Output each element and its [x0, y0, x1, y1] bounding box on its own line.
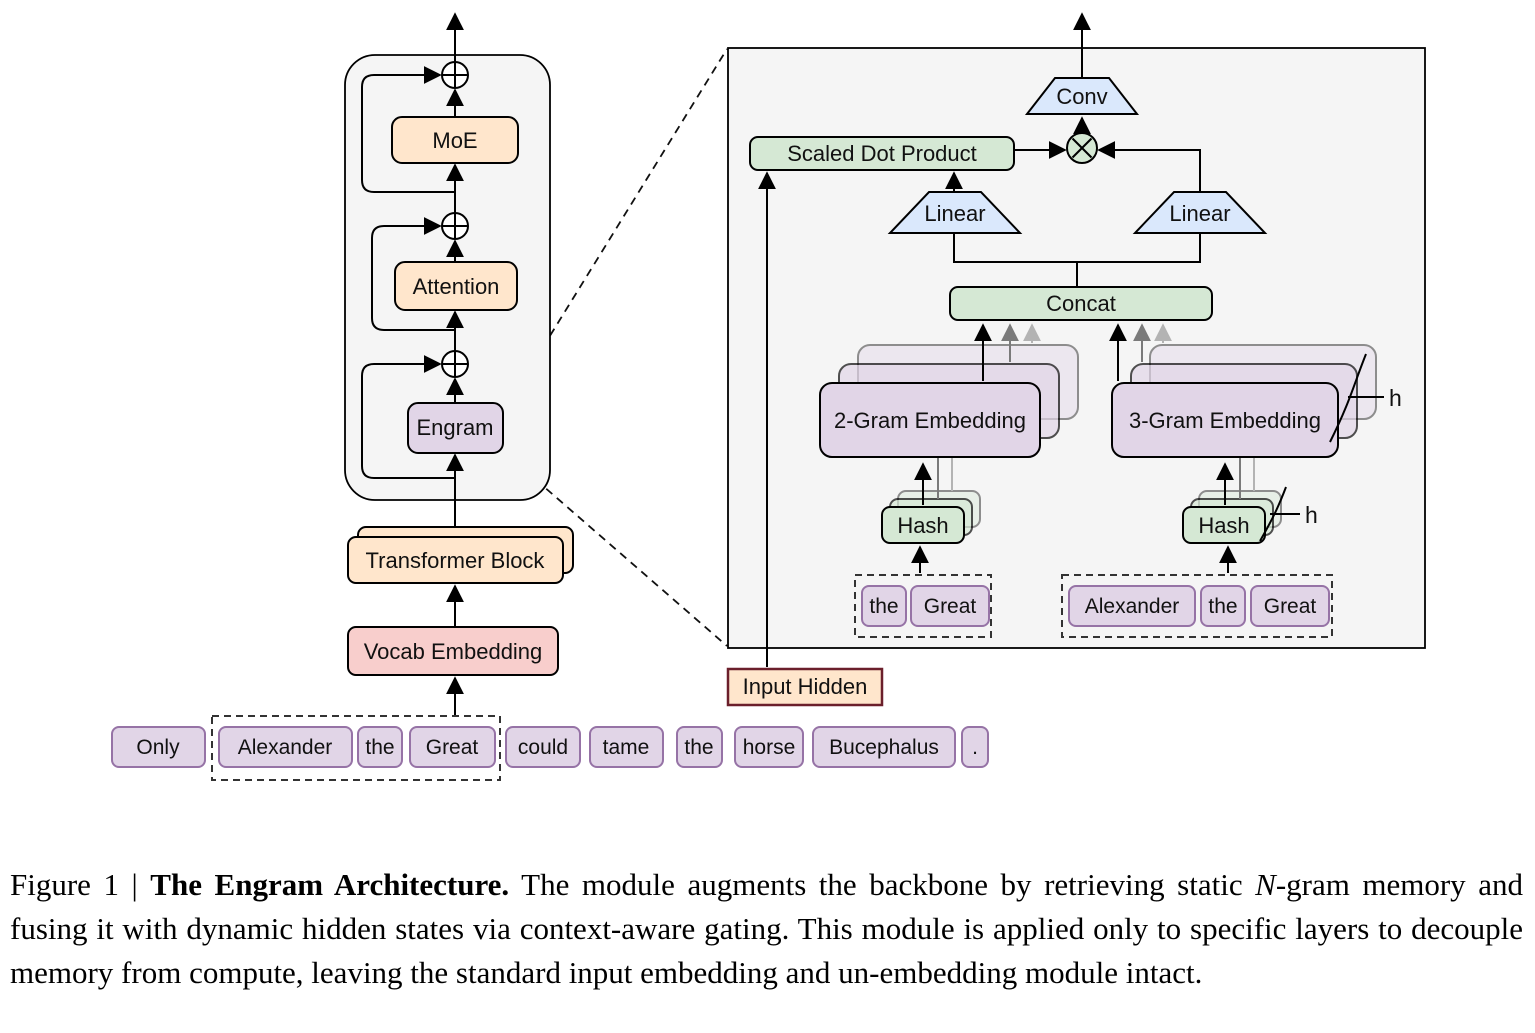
token-box: [910, 585, 990, 627]
hash-front-card: [1182, 506, 1266, 544]
token-box: [111, 726, 206, 768]
token-label: horse: [743, 736, 796, 759]
gram3-heads-count-marker: h: [1329, 353, 1402, 443]
heads-count-label: h: [1389, 385, 1402, 411]
token-box: [218, 726, 353, 768]
vocab-embedding-label: Vocab Embedding: [364, 639, 543, 664]
transformer-block-node: Transformer Block: [347, 526, 574, 584]
hash-label: Hash: [897, 513, 948, 538]
attention-label: Attention: [413, 274, 500, 299]
bigram-token-group: the Great: [854, 574, 992, 638]
token-label: .: [972, 736, 978, 759]
hash-right-to-gram3-lines: [1216, 458, 1255, 505]
token-box: [734, 726, 804, 768]
caption-title: The Engram Architecture.: [150, 867, 510, 902]
input-token-row: Only Alexander the Great could tame the …: [111, 715, 989, 781]
engram-detail-contents: Conv Scaled Dot Product Linear Linear: [749, 12, 1402, 638]
caption-body-1: The module augments the backbone by retr…: [509, 867, 1256, 902]
bigram-dashed-box: [854, 574, 992, 638]
input-hidden-label: Input Hidden: [743, 674, 868, 699]
vocab-embedding-node: Vocab Embedding: [347, 626, 559, 676]
moe-label: MoE: [432, 128, 477, 153]
linear-to-gate-path: [1097, 141, 1201, 192]
token-box: [1200, 585, 1246, 627]
hash-left-stack: Hash: [881, 490, 981, 544]
gram2-front-card: [819, 382, 1041, 458]
token-label: could: [518, 736, 568, 759]
concat-label: Concat: [1046, 291, 1116, 316]
add-icon: [441, 212, 469, 240]
hash-right-stack: Hash: [1182, 490, 1282, 544]
engram-label: Engram: [416, 415, 493, 440]
token-label: the: [684, 736, 713, 759]
gram3-label: 3-Gram Embedding: [1129, 408, 1321, 433]
gram2-label: 2-Gram Embedding: [834, 408, 1026, 433]
scaled-dot-product-node: Scaled Dot Product: [749, 136, 1015, 171]
token-label: the: [365, 736, 394, 759]
linear-label: Linear: [1169, 201, 1230, 226]
token-box: [505, 726, 581, 768]
token-label: Great: [1264, 595, 1317, 618]
hash-label: Hash: [1198, 513, 1249, 538]
engram-node: Engram: [407, 402, 504, 454]
attention-residual-skip: [371, 217, 455, 331]
backbone-connectors: [361, 12, 464, 537]
moe-node: MoE: [391, 116, 519, 164]
attention-node: Attention: [394, 261, 518, 311]
token-box: [812, 726, 956, 768]
token-box: [961, 726, 989, 768]
hash-front-card: [881, 506, 965, 544]
hash-left-to-gram2-lines: [914, 458, 953, 505]
concat-node: Concat: [949, 286, 1213, 321]
moe-residual-skip: [361, 66, 455, 193]
figure-caption: Figure 1 | The Engram Architecture. The …: [10, 863, 1523, 995]
caption-body-2: -gram memory and fusing it with dynamic …: [10, 867, 1523, 990]
multiply-icon: [1066, 132, 1098, 164]
embedding-to-concat-arrows: [974, 323, 1172, 381]
transformer-block-label: Transformer Block: [366, 548, 546, 573]
linear-right-node: Linear: [1132, 191, 1268, 234]
token-label: Bucephalus: [829, 736, 939, 759]
gram2-embedding-stack: 2-Gram Embedding: [819, 344, 1079, 458]
token-label: Alexander: [1085, 595, 1180, 618]
heads-count-label: h: [1305, 502, 1318, 528]
token-label: the: [869, 595, 898, 618]
token-label: tame: [603, 736, 650, 759]
token-label: Only: [136, 736, 180, 759]
engram-residual-skip: [361, 355, 455, 479]
trigram-dashed-box: [1061, 574, 1333, 638]
linear-label: Linear: [924, 201, 985, 226]
token-box: [357, 726, 403, 768]
token-label: Great: [924, 595, 977, 618]
gram3-embedding-stack: 3-Gram Embedding: [1111, 344, 1377, 458]
conv-node: Conv: [1024, 77, 1140, 115]
caption-figure-number: Figure 1 |: [10, 867, 151, 902]
backbone-block: MoE Attention Engram: [344, 12, 551, 537]
add-icon: [441, 61, 469, 89]
engram-architecture-diagram: MoE Attention Engram Transformer Block V…: [111, 12, 1426, 781]
token-box: [861, 585, 907, 627]
ngram-selection-dashed-box: [211, 715, 501, 781]
gram3-front-card: [1111, 382, 1339, 458]
trigram-token-group: Alexander the Great: [1061, 574, 1333, 638]
caption-n-italic: N: [1255, 867, 1276, 902]
token-label: Great: [426, 736, 479, 759]
token-box: [1068, 585, 1196, 627]
scaled-dot-product-label: Scaled Dot Product: [787, 141, 977, 166]
hash-heads-count-marker: h: [1259, 486, 1318, 542]
token-box: [1250, 585, 1330, 627]
token-label: Alexander: [238, 736, 333, 759]
add-icon: [441, 350, 469, 378]
conv-label: Conv: [1056, 84, 1107, 109]
input-hidden-node: Input Hidden: [726, 667, 884, 707]
token-label: the: [1208, 595, 1237, 618]
token-box: [409, 726, 496, 768]
linear-left-node: Linear: [887, 191, 1023, 234]
token-box: [589, 726, 664, 768]
token-box: [676, 726, 723, 768]
